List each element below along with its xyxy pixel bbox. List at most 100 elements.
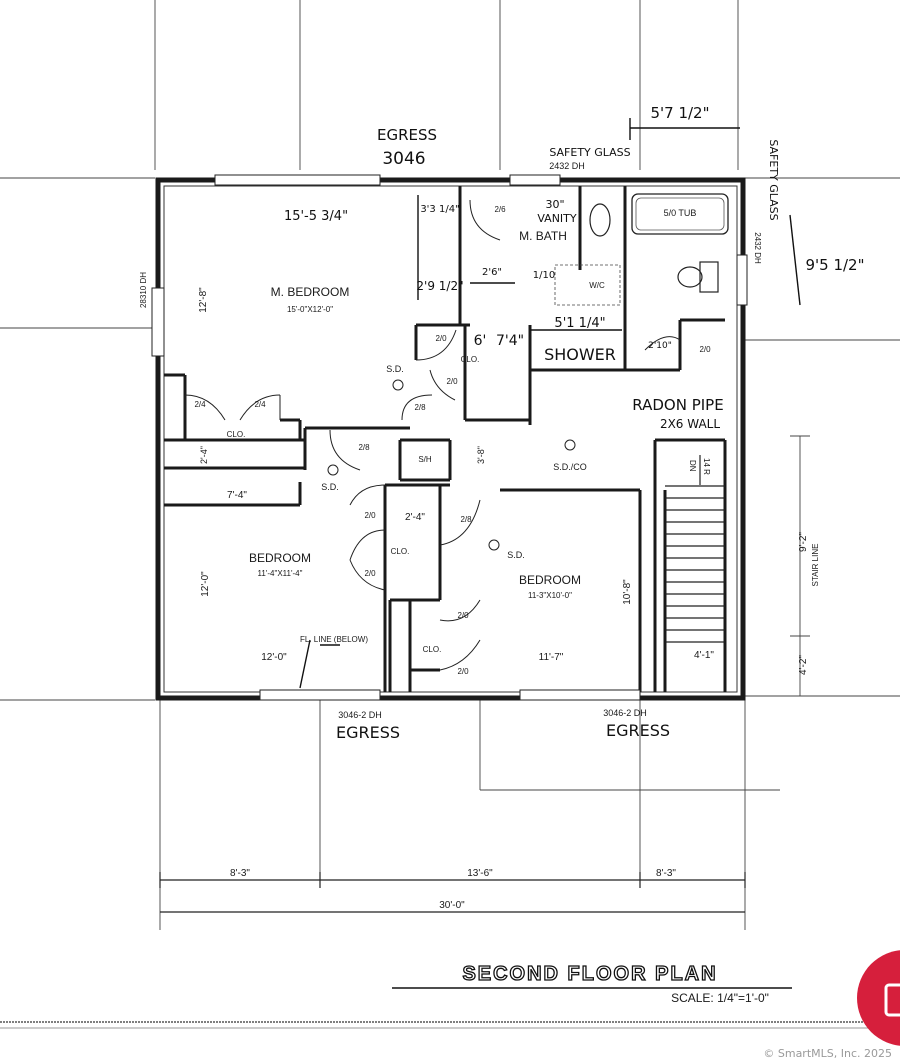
room-bedroom-left-size: 11'-4"X11'-4" bbox=[258, 569, 303, 578]
overall-dimension-lines bbox=[159, 872, 746, 913]
note-radon: RADON PIPE bbox=[632, 396, 723, 414]
dim-bl-width: 12'-0" bbox=[261, 652, 287, 663]
door-swings bbox=[184, 199, 681, 671]
door-label-20-br2: 2/0 bbox=[457, 667, 469, 676]
window-label-top-bath: 2432 DH bbox=[549, 161, 585, 171]
watermark-text: © SmartMLS, Inc. 2025 bbox=[763, 1047, 892, 1060]
note-shower: SHOWER bbox=[544, 345, 616, 364]
stair-dn-label: DN bbox=[688, 460, 697, 472]
toilet-bowl bbox=[677, 266, 703, 288]
tub-fixture bbox=[631, 193, 729, 235]
annotation-lines bbox=[299, 118, 801, 689]
note-egress-bl: EGRESS bbox=[336, 723, 400, 742]
room-master-bedroom-size: 15'-0"X12'-0" bbox=[287, 305, 333, 314]
sd-label-1: S.D. bbox=[386, 364, 404, 374]
wc-label: W/C bbox=[589, 281, 605, 290]
dim-stair-w: 4'-1" bbox=[694, 650, 714, 661]
door-label-24-b: 2/4 bbox=[254, 400, 266, 409]
note-safety-glass-right: SAFETY GLASS bbox=[767, 139, 780, 220]
plan-scale: SCALE: 1/4"=1'-0" bbox=[671, 991, 769, 1005]
dim-2-4-mbclo: 2'-4" bbox=[199, 446, 209, 464]
note-egress-br: EGRESS bbox=[606, 721, 670, 740]
note-vanity: VANITY bbox=[537, 212, 577, 225]
room-master-bedroom: M. BEDROOM bbox=[271, 285, 350, 299]
dim-mb-width: 15'-5 3/4" bbox=[284, 209, 348, 224]
dim-shower: 5'1 1/4" bbox=[554, 316, 605, 331]
sd-label-3: S.D. bbox=[507, 550, 525, 560]
bath-fixtures bbox=[554, 193, 729, 306]
sd-label-2: S.D. bbox=[321, 482, 339, 492]
door-label-28-c: 2/8 bbox=[460, 515, 472, 524]
door-label-24-a: 2/4 bbox=[194, 400, 206, 409]
smoke-detectors bbox=[327, 379, 576, 551]
note-radon-wall: 2X6 WALL bbox=[660, 417, 720, 431]
door-label-20-br1: 2/0 bbox=[457, 611, 469, 620]
window-top-bath bbox=[509, 174, 561, 186]
note-egress-top: EGRESS bbox=[377, 126, 437, 144]
sdco-label: S.D./CO bbox=[553, 462, 587, 472]
dim-clo-1-10: 1/10 bbox=[533, 270, 555, 281]
reference-lines bbox=[0, 0, 900, 930]
dim-overall-a: 8'-3" bbox=[230, 868, 250, 879]
dim-stair-len: 9'-2" bbox=[798, 532, 809, 552]
stair-treads bbox=[665, 455, 725, 643]
windows bbox=[151, 174, 748, 701]
stair-risers-label: 14 R bbox=[702, 458, 711, 475]
door-label-20-bl2: 2/0 bbox=[364, 569, 376, 578]
note-vanity-size: 30" bbox=[545, 198, 564, 211]
window-label-bottom-left: 3046-2 DH bbox=[338, 710, 382, 720]
dim-clo-2-6: 2'6" bbox=[482, 267, 502, 278]
smartmls-badge bbox=[857, 950, 900, 1046]
dim-7-4: 7'4" bbox=[496, 333, 524, 349]
vanity-sink bbox=[589, 203, 611, 237]
badge-icon bbox=[884, 983, 900, 1017]
door-label-28-b: 2/8 bbox=[358, 443, 370, 452]
dim-overall-total: 30'-0" bbox=[439, 900, 465, 911]
closet-label-mb: CLO. bbox=[227, 430, 246, 439]
closet-label-bl: CLO. bbox=[391, 547, 410, 556]
dim-3-8: 3'-8" bbox=[476, 446, 486, 464]
room-bedroom-right: BEDROOM bbox=[519, 573, 581, 587]
window-label-left: 28310 DH bbox=[139, 272, 148, 308]
dim-overall-b: 13'-6" bbox=[467, 868, 493, 879]
window-right-bath bbox=[736, 254, 748, 306]
dim-2-10: 2'10" bbox=[648, 341, 672, 351]
dim-6: 6' bbox=[474, 333, 487, 349]
window-left bbox=[151, 287, 165, 357]
dim-br-depth: 10'-8" bbox=[622, 579, 633, 605]
door-label-28-a: 2/8 bbox=[414, 403, 426, 412]
dim-2-4b: 2'-4" bbox=[405, 512, 425, 523]
dim-top-right: 5'7 1/2" bbox=[650, 104, 709, 122]
door-label-20-hall2: 2/0 bbox=[446, 377, 458, 386]
window-bottom-right bbox=[519, 689, 641, 701]
dim-overall-c: 8'-3" bbox=[656, 868, 676, 879]
note-fl-line: FL. LINE (BELOW) bbox=[300, 635, 368, 644]
dim-hall-3-3: 3'3 1/4" bbox=[420, 204, 459, 215]
window-bottom-left bbox=[259, 689, 381, 701]
door-label-20-hall: 2/0 bbox=[435, 334, 447, 343]
tub-label: 5/0 TUB bbox=[664, 208, 697, 218]
window-label-right-bath: 2432 DH bbox=[753, 232, 762, 264]
window-top-mb bbox=[214, 174, 381, 186]
plan-title: SECOND FLOOR PLAN bbox=[462, 963, 717, 985]
window-label-bottom-right: 3046-2 DH bbox=[603, 708, 647, 718]
closet-label-hall: CLO. bbox=[461, 355, 480, 364]
room-bedroom-right-size: 11-3"X10'-0" bbox=[528, 591, 572, 600]
dim-mb-depth: 12'-8" bbox=[198, 287, 209, 313]
closet-label-br: CLO. bbox=[423, 645, 442, 654]
toilet-tank bbox=[699, 261, 719, 293]
door-label-20-bl1: 2/0 bbox=[364, 511, 376, 520]
interior-walls bbox=[164, 186, 727, 692]
room-bedroom-left: BEDROOM bbox=[249, 551, 311, 565]
dim-bl-depth: 12'-0" bbox=[200, 571, 211, 597]
room-master-bath: M. BATH bbox=[519, 229, 567, 243]
door-label-20-bath: 2/0 bbox=[699, 345, 711, 354]
note-egress-top-size: 3046 bbox=[382, 149, 425, 169]
sh-label: S/H bbox=[418, 455, 432, 464]
door-label-26-bath: 2/6 bbox=[494, 205, 506, 214]
note-safety-glass-top: SAFETY GLASS bbox=[549, 146, 630, 159]
stair-line-label: STAIR LINE bbox=[811, 544, 820, 587]
dim-hall-2-9: 2'9 1/2" bbox=[416, 279, 463, 293]
dim-bottom-4-2: 4'-2" bbox=[798, 655, 809, 675]
